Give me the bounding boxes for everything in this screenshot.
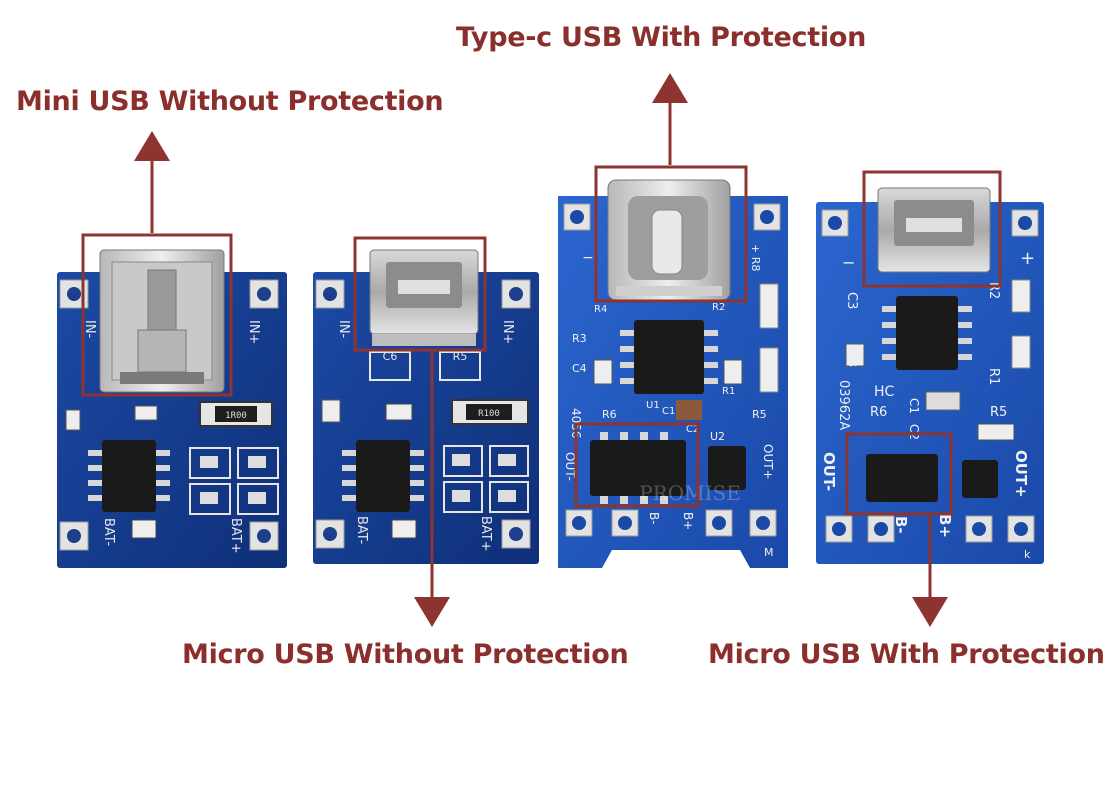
board4-r6: R6: [870, 405, 887, 420]
board-type-c: − + R8 R4 R3 C4 R2 R1 R6 R5 C1 C2 U1 U2 …: [558, 73, 788, 568]
board4-c2: C2: [907, 424, 921, 440]
caption-micro-usb-without: Micro USB Without Protection: [182, 639, 629, 670]
board1-bat-plus: BAT+: [228, 518, 243, 554]
resistor-label: 1R00: [225, 411, 247, 421]
caption-micro-usb-with: Micro USB With Protection: [708, 639, 1105, 670]
board3-u1: U1: [646, 400, 660, 411]
board3-r3: R3: [572, 332, 587, 345]
board2-c6: C6: [383, 350, 398, 363]
board3-minus: −: [582, 250, 594, 266]
highlight-box: [353, 236, 487, 352]
highlight-box: [81, 233, 233, 397]
board2-in-minus: IN-: [336, 320, 351, 339]
board3-r5: R5: [752, 408, 767, 421]
board4-code: 03962A: [836, 380, 851, 430]
board-mini-usb: 1R00 IN- IN+ BAT- BA: [57, 131, 287, 568]
board2-resistor: R100: [478, 409, 500, 419]
caption-type-c-usb: Type-c USB With Protection: [456, 22, 866, 53]
board3-u2: U2: [710, 430, 725, 443]
board4-b-plus: B+: [936, 514, 954, 538]
board1-in-minus: IN-: [82, 320, 97, 339]
board2-bat-minus: BAT-: [354, 516, 369, 545]
board4-c1: C1: [907, 398, 921, 414]
board3-r2: R2: [712, 302, 725, 313]
board3-b-plus: B+: [681, 512, 695, 530]
board3-c2: C2: [686, 424, 699, 435]
board-micro-usb-without: C6 R5 R100: [313, 236, 539, 627]
board3-r1: R1: [722, 386, 735, 397]
board1-bat-minus: BAT-: [101, 518, 116, 547]
board-micro-usb-with: − + C3 R3 R2 R1 HC R6 R5 C1 C2 03962A OU…: [816, 170, 1044, 627]
highlight-box-protection: [574, 422, 700, 508]
highlight-box-connector: [862, 170, 1002, 288]
board4-out-minus: OUT-: [820, 452, 838, 491]
board4-r3: R3: [844, 350, 859, 367]
board3-c4: C4: [572, 362, 587, 375]
watermark: PROMISE: [639, 481, 741, 505]
board3-r6: R6: [602, 408, 617, 421]
board2-in-plus: IN+: [500, 320, 515, 344]
caption-mini-usb: Mini USB Without Protection: [16, 86, 444, 117]
board3-r4: R4: [594, 304, 607, 315]
board4-minus: −: [842, 253, 855, 272]
board3-m: M: [764, 546, 774, 559]
board3-c1: C1: [662, 406, 675, 417]
board4-out-plus: OUT+: [1012, 450, 1030, 498]
board4-k: k: [1024, 548, 1031, 561]
board4-hc: HC: [874, 384, 895, 400]
board3-out-plus: OUT+: [761, 444, 775, 480]
board3-plus-r8: + R8: [749, 244, 762, 271]
board4-plus: +: [1020, 248, 1035, 269]
board4-r1: R1: [986, 368, 1001, 385]
board4-b-minus: B-: [892, 516, 910, 534]
board2-bat-plus: BAT+: [478, 516, 493, 552]
board2-r5: R5: [453, 350, 468, 363]
board4-r5: R5: [990, 405, 1007, 420]
highlight-box-protection: [845, 432, 953, 516]
highlight-box-connector: [594, 165, 748, 303]
board1-in-plus: IN+: [246, 320, 261, 344]
board3-out-minus: OUT-: [563, 452, 577, 481]
board4-c3: C3: [844, 292, 859, 309]
board3-b-minus: B-: [647, 512, 661, 525]
